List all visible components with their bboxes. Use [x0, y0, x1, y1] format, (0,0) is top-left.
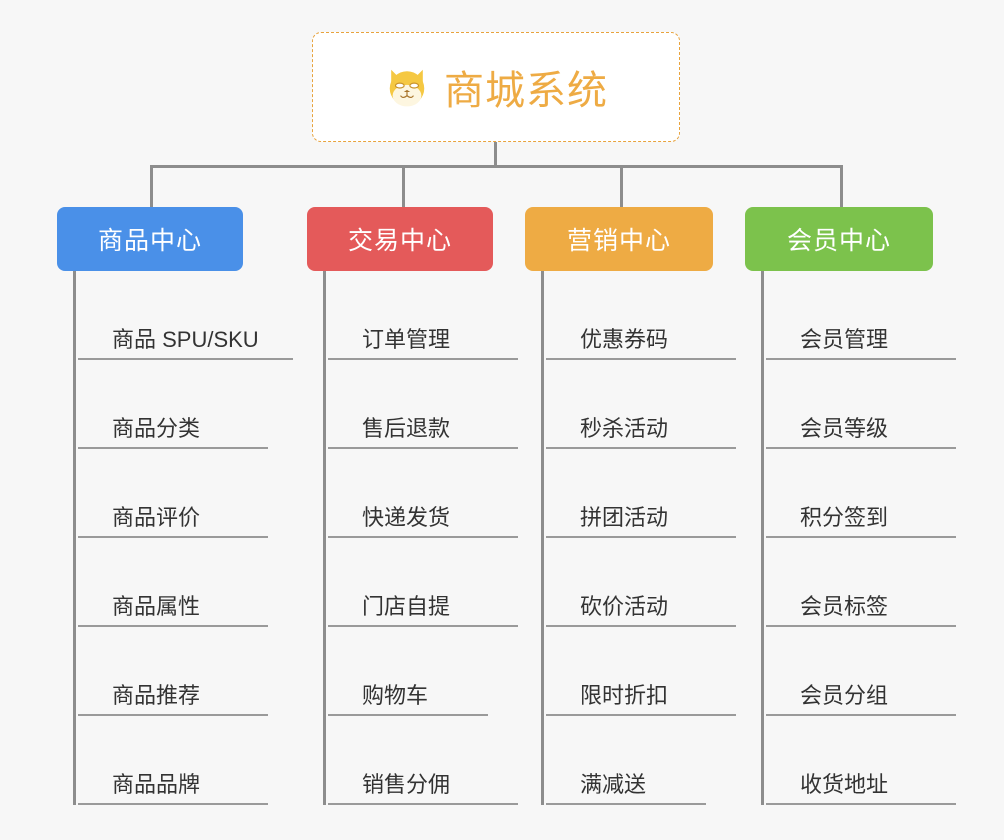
leaf-label: 商品 SPU/SKU	[112, 326, 259, 352]
leaf-label: 商品属性	[112, 593, 201, 619]
category-label: 商品中心	[97, 227, 202, 255]
leaf-item[interactable]: 商品品牌	[78, 716, 268, 805]
leaf-item[interactable]: 收货地址	[766, 716, 956, 805]
leaf-label: 会员分组	[800, 682, 889, 708]
leaf-label: 砍价活动	[580, 593, 669, 619]
leaf-label: 购物车	[362, 682, 429, 708]
leaf-label: 限时折扣	[580, 682, 669, 708]
leaf-label: 优惠券码	[580, 326, 669, 352]
leaf-label: 会员等级	[800, 415, 889, 441]
category-product-center: 商品中心 商品 SPU/SKU 商品分类 商品评价 商品属性 商品推荐 商品品牌	[57, 207, 293, 805]
root-node[interactable]: 商城系统	[312, 32, 680, 142]
leaf-label: 商品品牌	[112, 771, 201, 797]
leaf-item[interactable]: 限时折扣	[546, 627, 736, 716]
leaf-label: 快递发货	[362, 504, 451, 530]
connector-drop-product-center	[150, 165, 153, 207]
connector-drop-member-center	[840, 165, 843, 207]
leaf-item[interactable]: 售后退款	[328, 360, 518, 449]
leaf-item[interactable]: 砍价活动	[546, 538, 736, 627]
category-member-center: 会员中心 会员管理 会员等级 积分签到 会员标签 会员分组 收货地址	[745, 207, 956, 805]
connector-drop-marketing-center	[620, 165, 623, 207]
category-marketing-center: 营销中心 优惠券码 秒杀活动 拼团活动 砍价活动 限时折扣 满减送	[525, 207, 736, 805]
leaf-label: 商品推荐	[112, 682, 201, 708]
category-body-product-center: 商品 SPU/SKU 商品分类 商品评价 商品属性 商品推荐 商品品牌	[73, 271, 293, 805]
leaf-label: 售后退款	[362, 415, 451, 441]
leaf-item[interactable]: 满减送	[546, 716, 706, 805]
category-header-trade-center[interactable]: 交易中心	[307, 207, 493, 271]
category-header-member-center[interactable]: 会员中心	[745, 207, 933, 271]
leaf-item[interactable]: 订单管理	[328, 271, 518, 360]
leaf-item[interactable]: 会员标签	[766, 538, 956, 627]
leaf-item[interactable]: 积分签到	[766, 449, 956, 538]
category-body-marketing-center: 优惠券码 秒杀活动 拼团活动 砍价活动 限时折扣 满减送	[541, 271, 736, 805]
leaf-label: 订单管理	[362, 326, 451, 352]
leaf-item[interactable]: 会员管理	[766, 271, 956, 360]
connector-horizontal-bar	[150, 165, 840, 168]
category-label: 会员中心	[786, 227, 891, 255]
leaf-label: 商品评价	[112, 504, 201, 530]
leaf-label: 门店自提	[362, 593, 451, 619]
dog-face-icon	[384, 64, 430, 110]
connector-root-stem	[494, 142, 497, 168]
leaf-label: 会员标签	[800, 593, 889, 619]
leaf-item[interactable]: 会员分组	[766, 627, 956, 716]
leaf-label: 积分签到	[800, 504, 889, 530]
leaf-item[interactable]: 秒杀活动	[546, 360, 736, 449]
leaf-item[interactable]: 商品属性	[78, 538, 268, 627]
connector-drop-trade-center	[402, 165, 405, 207]
category-label: 营销中心	[566, 227, 671, 255]
leaf-item[interactable]: 拼团活动	[546, 449, 736, 538]
leaf-item[interactable]: 优惠券码	[546, 271, 736, 360]
leaf-item[interactable]: 门店自提	[328, 538, 518, 627]
leaf-label: 满减送	[580, 771, 647, 797]
leaf-label: 销售分佣	[362, 771, 451, 797]
category-label: 交易中心	[347, 227, 452, 255]
category-header-marketing-center[interactable]: 营销中心	[525, 207, 713, 271]
leaf-item[interactable]: 会员等级	[766, 360, 956, 449]
category-trade-center: 交易中心 订单管理 售后退款 快递发货 门店自提 购物车 销售分佣	[307, 207, 518, 805]
leaf-label: 秒杀活动	[580, 415, 669, 441]
leaf-item[interactable]: 购物车	[328, 627, 488, 716]
leaf-label: 收货地址	[800, 771, 889, 797]
leaf-item[interactable]: 商品 SPU/SKU	[78, 271, 293, 360]
leaf-item[interactable]: 商品推荐	[78, 627, 268, 716]
category-body-member-center: 会员管理 会员等级 积分签到 会员标签 会员分组 收货地址	[761, 271, 956, 805]
root-title: 商城系统	[444, 69, 608, 113]
category-header-product-center[interactable]: 商品中心	[57, 207, 243, 271]
leaf-item[interactable]: 销售分佣	[328, 716, 518, 805]
leaf-item[interactable]: 商品评价	[78, 449, 268, 538]
leaf-item[interactable]: 快递发货	[328, 449, 518, 538]
category-body-trade-center: 订单管理 售后退款 快递发货 门店自提 购物车 销售分佣	[323, 271, 518, 805]
leaf-label: 拼团活动	[580, 504, 669, 530]
leaf-item[interactable]: 商品分类	[78, 360, 268, 449]
leaf-label: 会员管理	[800, 326, 889, 352]
leaf-label: 商品分类	[112, 415, 201, 441]
